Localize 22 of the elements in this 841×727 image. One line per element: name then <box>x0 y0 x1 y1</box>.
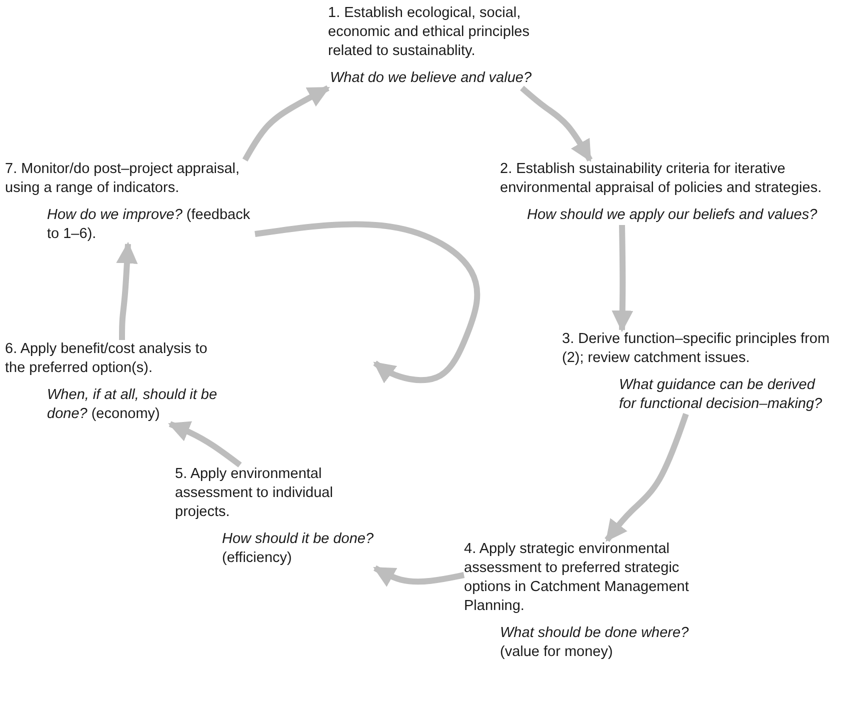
arrow <box>116 242 138 340</box>
arrow <box>373 565 465 587</box>
question-text: What should be done where? (value for money) <box>500 624 690 662</box>
question-text: How should we apply our beliefs and values? <box>527 206 818 225</box>
step-text: 4. Apply strategic environmental assessment to preferred strategic options in Catchment Management Planning. <box>464 540 690 616</box>
step-text: 6. Apply benefit/cost analysis to the preferred option(s). <box>5 340 208 378</box>
question-text: When, if at all, should it be done? (economy) <box>47 386 218 424</box>
step-text: 2. Establish sustainability criteria for iterative environmental appraisal of policies and strategies. <box>500 160 823 198</box>
step-text: 5. Apply environmental assessment to individual projects. <box>175 465 334 522</box>
question-text: What do we believe and value? <box>330 69 532 88</box>
arrow <box>254 221 480 384</box>
question-text: What guidance can be derived for functional decision–making? <box>619 376 824 414</box>
step-text: 7. Monitor/do post–project appraisal, using a range of indicators. <box>5 160 241 198</box>
arrow <box>612 224 634 332</box>
arrow <box>520 86 593 162</box>
arrow <box>242 85 330 162</box>
arrow <box>604 413 689 542</box>
question-text: How should it be done? (efficiency) <box>222 530 375 568</box>
question-text: How do we improve? (feedback to 1–6). <box>47 206 252 244</box>
step-text: 3. Derive function–specific principles from (2); review catchment issues. <box>562 330 831 368</box>
arrow <box>168 421 242 468</box>
step-text: 1. Establish ecological, social, economic and ethical principles related to sustainablity. <box>328 4 530 61</box>
